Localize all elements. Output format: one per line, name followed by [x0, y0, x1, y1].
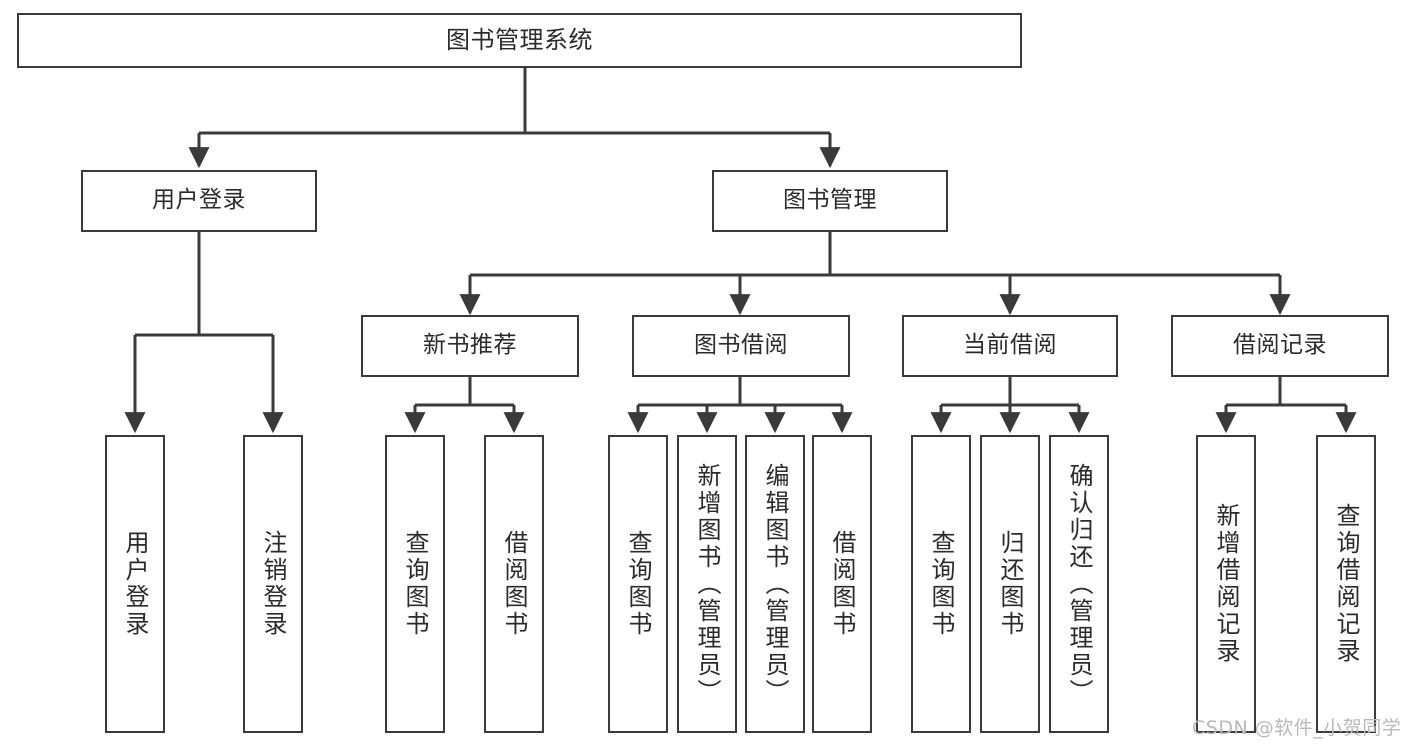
- node-label: 图书借阅: [694, 332, 788, 359]
- leaf-current-return-book[interactable]: 归还图书: [980, 435, 1040, 733]
- node-label: 确认归还（管理员）: [1065, 462, 1093, 706]
- leaf-user-login-login[interactable]: 用户登录: [105, 435, 165, 733]
- node-label: 查询图书: [624, 530, 652, 638]
- node-book-management[interactable]: 图书管理: [712, 170, 948, 232]
- node-label: 注销登录: [259, 530, 287, 638]
- node-label: 编辑图书（管理员）: [761, 462, 789, 706]
- node-label: 用户登录: [152, 187, 246, 214]
- node-label: 新增图书（管理员）: [693, 462, 721, 706]
- node-label: 查询图书: [401, 530, 429, 638]
- leaf-recommend-borrow-book[interactable]: 借阅图书: [484, 435, 544, 733]
- node-label: 归还图书: [996, 530, 1024, 638]
- leaf-borrow-borrow-book[interactable]: 借阅图书: [812, 435, 872, 733]
- leaf-current-query-book[interactable]: 查询图书: [911, 435, 971, 733]
- node-label: 查询图书: [927, 530, 955, 638]
- node-label: 新增借阅记录: [1212, 503, 1240, 665]
- node-label: 查询借阅记录: [1332, 503, 1360, 665]
- node-label: 借阅图书: [500, 530, 528, 638]
- leaf-borrow-query-book[interactable]: 查询图书: [608, 435, 668, 733]
- leaf-record-add-record[interactable]: 新增借阅记录: [1196, 435, 1256, 733]
- node-label: 借阅记录: [1233, 332, 1327, 359]
- node-label: 借阅图书: [828, 530, 856, 638]
- leaf-recommend-query-book[interactable]: 查询图书: [385, 435, 445, 733]
- node-current-borrow[interactable]: 当前借阅: [902, 315, 1118, 377]
- leaf-current-confirm-return-admin[interactable]: 确认归还（管理员）: [1049, 435, 1109, 733]
- node-root-system[interactable]: 图书管理系统: [17, 13, 1022, 68]
- leaf-user-login-logout[interactable]: 注销登录: [243, 435, 303, 733]
- node-label: 图书管理: [783, 187, 877, 214]
- node-label: 新书推荐: [423, 332, 517, 359]
- csdn-watermark: CSDN @软件_小贺同学: [1192, 717, 1402, 739]
- node-label: 图书管理系统: [446, 26, 593, 55]
- node-borrow-record[interactable]: 借阅记录: [1171, 315, 1389, 377]
- node-label: 用户登录: [121, 530, 149, 638]
- leaf-borrow-add-book-admin[interactable]: 新增图书（管理员）: [677, 435, 737, 733]
- leaf-borrow-edit-book-admin[interactable]: 编辑图书（管理员）: [745, 435, 805, 733]
- node-user-login[interactable]: 用户登录: [81, 170, 317, 232]
- leaf-record-query-record[interactable]: 查询借阅记录: [1316, 435, 1376, 733]
- node-book-borrow[interactable]: 图书借阅: [632, 315, 850, 377]
- node-new-book-recommend[interactable]: 新书推荐: [361, 315, 579, 377]
- node-label: 当前借阅: [963, 332, 1057, 359]
